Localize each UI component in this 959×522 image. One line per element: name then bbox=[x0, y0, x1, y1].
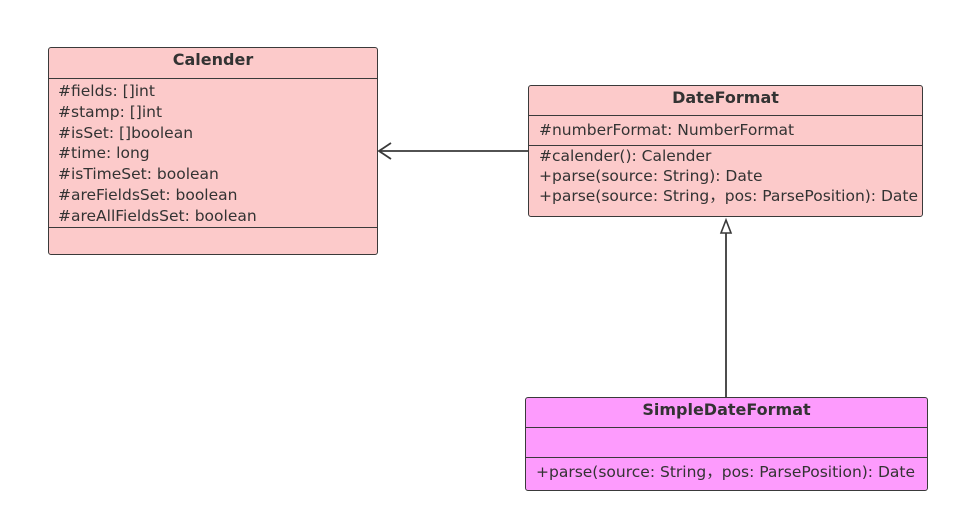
class-dateformat-operations: #calender(): Calender +parse(source: Str… bbox=[529, 146, 922, 206]
class-dateformat[interactable]: DateFormat #numberFormat: NumberFormat #… bbox=[528, 85, 923, 217]
class-simpledateformat-attributes bbox=[526, 428, 927, 458]
attribute: #areFieldsSet: boolean bbox=[58, 185, 238, 204]
operation: +parse(source: String，pos: ParsePosition… bbox=[536, 463, 916, 481]
class-dateformat-attributes: #numberFormat: NumberFormat bbox=[529, 116, 922, 146]
class-simpledateformat[interactable]: SimpleDateFormat +parse(source: String，p… bbox=[525, 397, 928, 491]
attribute: #isTimeSet: boolean bbox=[58, 165, 219, 184]
attribute: #time: long bbox=[58, 144, 150, 163]
attribute: #stamp: []int bbox=[58, 102, 163, 121]
operation: +parse(source: String): Date bbox=[539, 167, 763, 185]
class-dateformat-title: DateFormat bbox=[529, 86, 922, 116]
generalization-arrowhead bbox=[719, 217, 733, 234]
operation: #calender(): Calender bbox=[539, 147, 712, 165]
association-arrowhead bbox=[377, 142, 392, 160]
operation: +parse(source: String，pos: ParsePosition… bbox=[539, 187, 919, 205]
attribute: #fields: []int bbox=[58, 82, 155, 100]
class-calender[interactable]: Calender #fields: []int #stamp: []int #i… bbox=[48, 47, 378, 255]
attribute: #isSet: []boolean bbox=[58, 123, 194, 142]
attribute: #areAllFieldsSet: boolean bbox=[58, 206, 257, 225]
class-calender-title: Calender bbox=[49, 48, 377, 79]
attribute: #numberFormat: NumberFormat bbox=[539, 121, 795, 139]
class-simpledateformat-operations: +parse(source: String，pos: ParsePosition… bbox=[526, 458, 927, 486]
class-calender-attributes: #fields: []int #stamp: []int #isSet: []b… bbox=[49, 79, 377, 228]
class-simpledateformat-title: SimpleDateFormat bbox=[526, 398, 927, 428]
